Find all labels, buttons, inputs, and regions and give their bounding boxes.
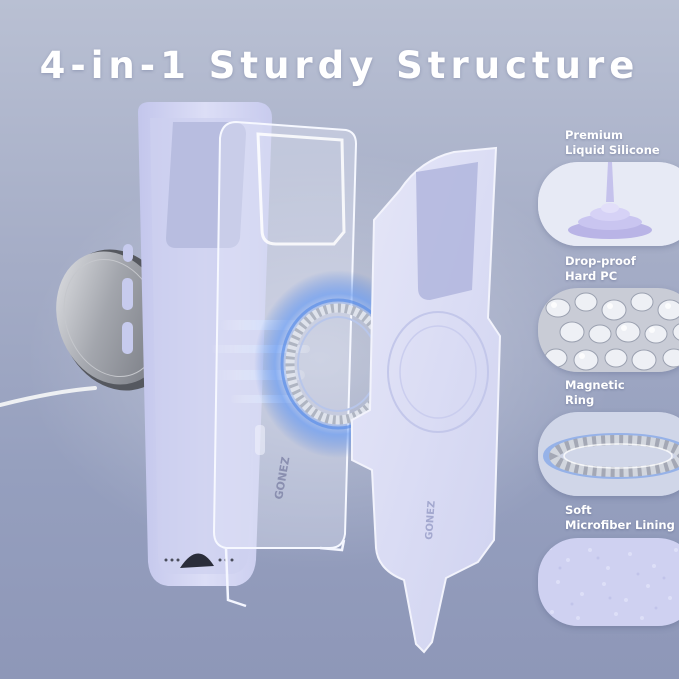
feature-line2: Hard PC — [565, 269, 618, 283]
microfiber-lining — [351, 146, 502, 654]
feature-line1: Premium — [565, 128, 623, 142]
feature-line1: Drop-proof — [565, 254, 636, 268]
feature-line2: Liquid Silicone — [565, 143, 660, 157]
silicone-swirl-icon — [538, 162, 679, 246]
silicone-case — [122, 102, 272, 586]
feature-label-pc: Drop-proof Hard PC — [565, 254, 679, 284]
feature-line2: Microfiber Lining — [565, 518, 675, 532]
feature-label-silicone: Premium Liquid Silicone — [565, 128, 679, 158]
pc-pellets-icon — [538, 288, 679, 372]
feature-label-lining: Soft Microfiber Lining — [565, 503, 679, 533]
feature-line1: Soft — [565, 503, 592, 517]
headline: 4-in-1 Sturdy Structure — [39, 44, 640, 87]
feature-label-ring: Magnetic Ring — [565, 378, 679, 408]
feature-line1: Magnetic — [565, 378, 625, 392]
microfiber-texture-icon — [538, 538, 679, 626]
magnetic-ring-icon — [538, 412, 679, 496]
feature-line2: Ring — [565, 393, 595, 407]
brand-mark-lining: GONEZ — [424, 500, 438, 540]
